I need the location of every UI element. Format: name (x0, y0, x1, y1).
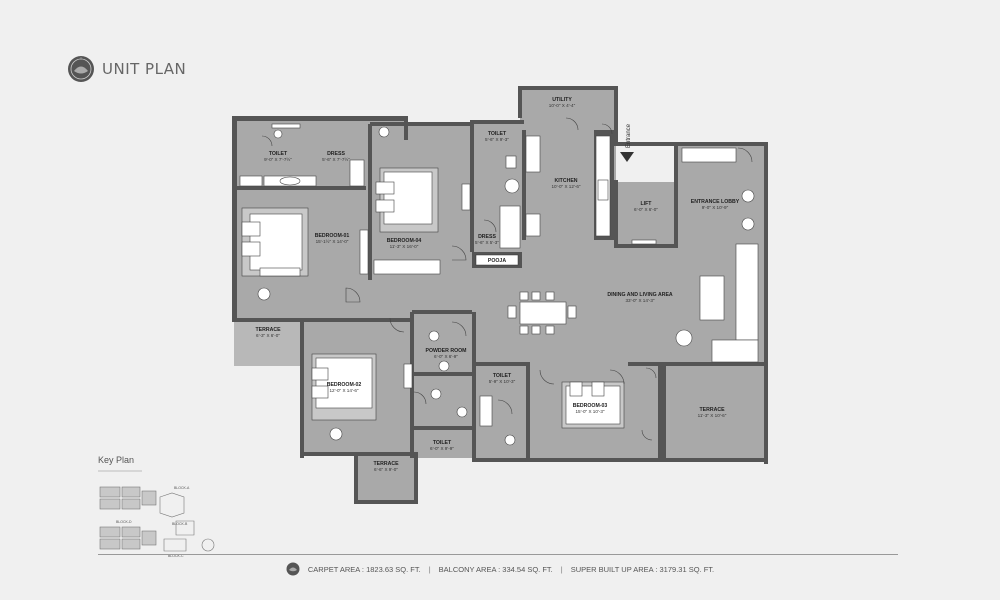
fixtures (239, 123, 759, 446)
room-name: DRESS (327, 151, 345, 157)
room-name: TOILET (493, 373, 512, 379)
room-name: TERRACE (373, 461, 399, 467)
key-plan-label: BLOCK-D (116, 520, 132, 524)
room-name: KITCHEN (554, 178, 577, 184)
room-name: TERRACE (699, 407, 725, 413)
room-dimension: 6'-0" X 6'-9" (434, 354, 458, 359)
room-dimension: 10'-0" X 12'-6" (551, 184, 580, 189)
super-built-up-area: SUPER BUILT UP AREA : 3179.31 SQ. FT. (570, 564, 715, 574)
carpet-area: CARPET AREA : 1823.63 SQ. FT. (307, 564, 421, 574)
room-name: LIFT (641, 201, 653, 207)
room-dimension: 5'-6" X 5'-3" (475, 240, 499, 245)
room-name: BEDROOM-02 (327, 382, 362, 388)
room-name: TERRACE (255, 327, 281, 333)
room-name: TOILET (488, 131, 507, 137)
room-dimension: 5'-6" X 9'-3" (485, 137, 509, 142)
header: UNIT PLAN (66, 54, 186, 84)
room-name: ENTRANCE LOBBY (691, 199, 740, 205)
key-plan-title: Key Plan (98, 455, 135, 465)
room-dimension: 6'-3" X 6'-0" (256, 333, 280, 338)
room-labels: TOILET 9'-0" X 7'-7½" DRESS 5'-6" X 7'-7… (255, 97, 739, 472)
room-name: DINING AND LIVING AREA (607, 292, 673, 298)
room-name: UTILITY (552, 97, 572, 103)
room-dimension: 15'-1½" X 14'-0" (316, 238, 349, 244)
room-name: POWDER ROOM (426, 348, 467, 354)
room-dimension: 5'-6" X 7'-7½" (322, 156, 350, 162)
room-dimension: 15'-0" X 10'-3" (575, 409, 604, 414)
room-name: TOILET (433, 440, 452, 446)
footer-divider (98, 554, 898, 555)
room-dimension: 5'-9" X 10'-3" (489, 379, 516, 384)
project-logo-icon (286, 562, 300, 576)
room-dimension: 6'-0" X 6'-0" (634, 207, 658, 212)
door-swings (261, 117, 753, 441)
room-dimension: 6'-0" X 9'-9" (430, 446, 454, 451)
room-dimension: 12'-0" X 14'-6" (329, 388, 358, 393)
room-dimension: 10'-0" X 4'-4" (549, 103, 576, 108)
page-title: UNIT PLAN (102, 60, 187, 78)
footer-areas: CARPET AREA : 1823.63 SQ. FT. | BALCONY … (0, 562, 1000, 576)
room-name: BEDROOM-01 (315, 233, 350, 239)
key-plan-diagram: BLOCK-A BLOCK-B BLOCK-C BLOCK-D (98, 470, 215, 558)
key-plan-label: BLOCK-C (168, 554, 184, 558)
room-dimension: 6'-6" X 9'-0" (374, 467, 398, 472)
footer-separator: | (560, 564, 563, 574)
room-dimension: 9'-0" X 10'-9" (702, 205, 729, 210)
balcony-area: BALCONY AREA : 334.54 SQ. FT. (438, 564, 553, 574)
room-name: DRESS (478, 234, 496, 240)
room-dimension: 11'-3" X 16'-0" (390, 244, 419, 249)
room-name: BEDROOM-04 (387, 238, 422, 244)
room-dimension: 11'-3" X 10'-6" (698, 413, 727, 418)
entrance-marker: Entrance (620, 123, 634, 162)
room-dimension: 9'-0" X 7'-7½" (264, 156, 292, 162)
entrance-label: Entrance (626, 123, 632, 148)
room-dimension: 33'-0" X 14'-3" (625, 298, 654, 303)
room-name: TOILET (269, 151, 288, 157)
footer-separator: | (428, 564, 431, 574)
key-plan-label: BLOCK-B (172, 522, 188, 526)
key-plan-label: BLOCK-A (174, 486, 190, 490)
room-name: POOJA (488, 258, 506, 264)
project-logo-icon (68, 56, 94, 82)
room-name: BEDROOM-03 (573, 403, 608, 409)
key-plan: Key Plan BLOCK-A BLOCK-B BLOCK-C BLOCK-D (98, 455, 228, 566)
